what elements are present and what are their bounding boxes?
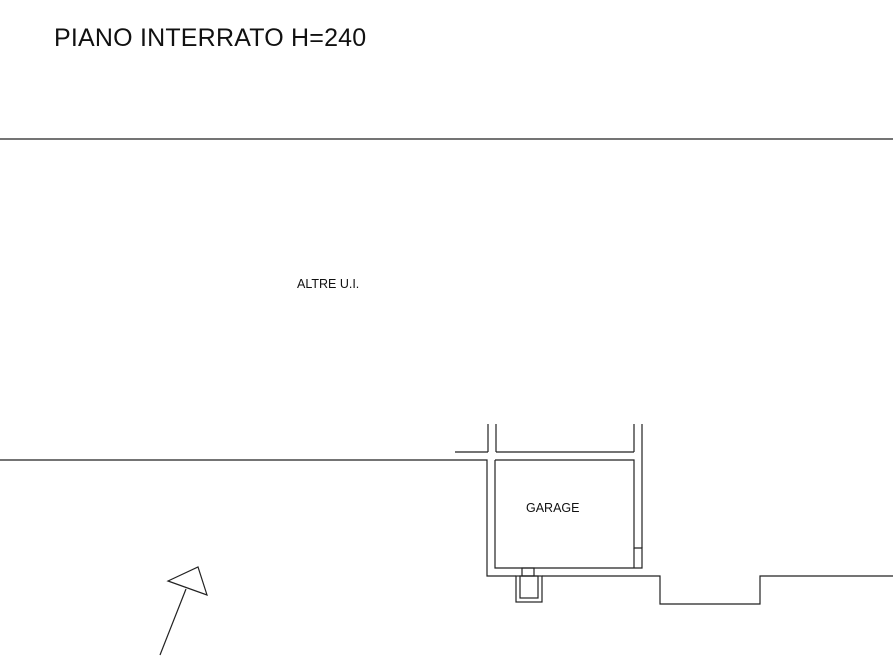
garage-outer-wall xyxy=(483,459,516,577)
light-well-inner xyxy=(519,575,539,599)
floor-plan-title: PIANO INTERRATO H=240 xyxy=(54,24,367,52)
north-arrow-shaft xyxy=(159,588,187,656)
north-arrow-head xyxy=(166,566,208,596)
light-well-cap xyxy=(521,567,535,577)
room-label-garage: GARAGE xyxy=(526,501,580,515)
garage-outer-wall-right xyxy=(542,575,893,605)
room-label-altre-ui: ALTRE U.I. xyxy=(297,277,360,291)
